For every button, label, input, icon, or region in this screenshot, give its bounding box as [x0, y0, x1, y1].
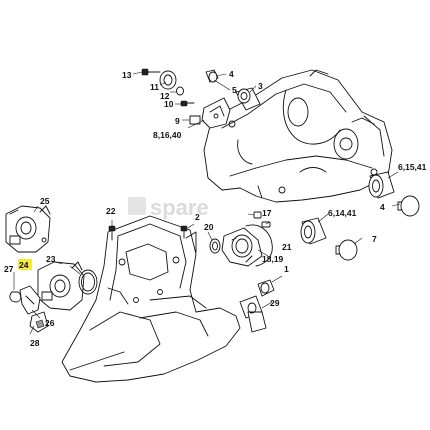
- sleeve-9-part: [189, 115, 201, 125]
- damper-28-part: [29, 311, 49, 333]
- bolt-2-part: [180, 225, 188, 239]
- plug-4-right-part: [397, 195, 420, 217]
- callout-2: 2: [195, 212, 200, 222]
- callout-24: 24: [19, 260, 29, 270]
- nut-17-part: [253, 211, 262, 219]
- callout-6-14-41: 6,14,41: [328, 208, 357, 218]
- callout-labels: 13 11 12 10 9 8,16,40 4 5 3 6,15,41 4 6,…: [4, 69, 427, 348]
- bushing-3-part: [235, 87, 261, 111]
- screw-10-part: [180, 100, 195, 107]
- cap-12-part: [159, 70, 177, 90]
- callout-29: 29: [270, 298, 280, 308]
- callout-5: 5: [232, 85, 237, 95]
- callout-3: 3: [258, 81, 263, 91]
- seal-6-15-41-part: [368, 171, 395, 199]
- callout-28: 28: [30, 338, 40, 348]
- callout-1: 1: [284, 264, 289, 274]
- plug-4-part: [208, 71, 218, 83]
- callout-20: 20: [204, 222, 214, 232]
- carburetor-25-part: [5, 205, 51, 253]
- spacer-1-part: [257, 279, 275, 297]
- callout-12: 12: [160, 91, 170, 101]
- watermark-text: spare: [150, 195, 209, 220]
- callout-27: 27: [4, 264, 14, 274]
- clip-27-part: [9, 291, 22, 303]
- callout-22: 22: [106, 206, 116, 216]
- callout-13: 13: [122, 70, 132, 80]
- callout-6-15-41: 6,15,41: [398, 162, 427, 172]
- tank-housing-part: [61, 215, 241, 383]
- washer-11-part: [176, 86, 184, 96]
- callout-8-16-40: 8,16,40: [153, 130, 182, 140]
- seal-6-14-41-part: [300, 217, 327, 245]
- callout-11: 11: [150, 82, 159, 92]
- callout-7: 7: [372, 234, 377, 244]
- callout-4-right: 4: [380, 202, 385, 212]
- callout-23: 23: [46, 254, 56, 264]
- gasket-23-part: [78, 269, 98, 295]
- damper-29-part: [239, 295, 267, 333]
- ring-20-part: [209, 238, 221, 254]
- leader-lines: [13, 71, 401, 335]
- callout-26: 26: [45, 318, 55, 328]
- plug-7-part: [335, 239, 358, 261]
- callout-9: 9: [175, 116, 180, 126]
- callout-17: 17: [262, 208, 272, 218]
- callout-18-19: 18,19: [262, 254, 284, 264]
- intake-manifold-part: [221, 227, 263, 267]
- cover-8-part: [201, 97, 231, 129]
- screw-13-part: [141, 68, 161, 76]
- callout-10: 10: [164, 99, 174, 109]
- watermark: spare: [128, 195, 209, 220]
- callout-25: 25: [40, 196, 50, 206]
- callout-4: 4: [229, 69, 234, 79]
- callout-24-highlight: [18, 259, 32, 270]
- lever-26-part: [19, 285, 41, 315]
- callout-21: 21: [282, 242, 292, 252]
- carburetor-24-part: [37, 261, 85, 311]
